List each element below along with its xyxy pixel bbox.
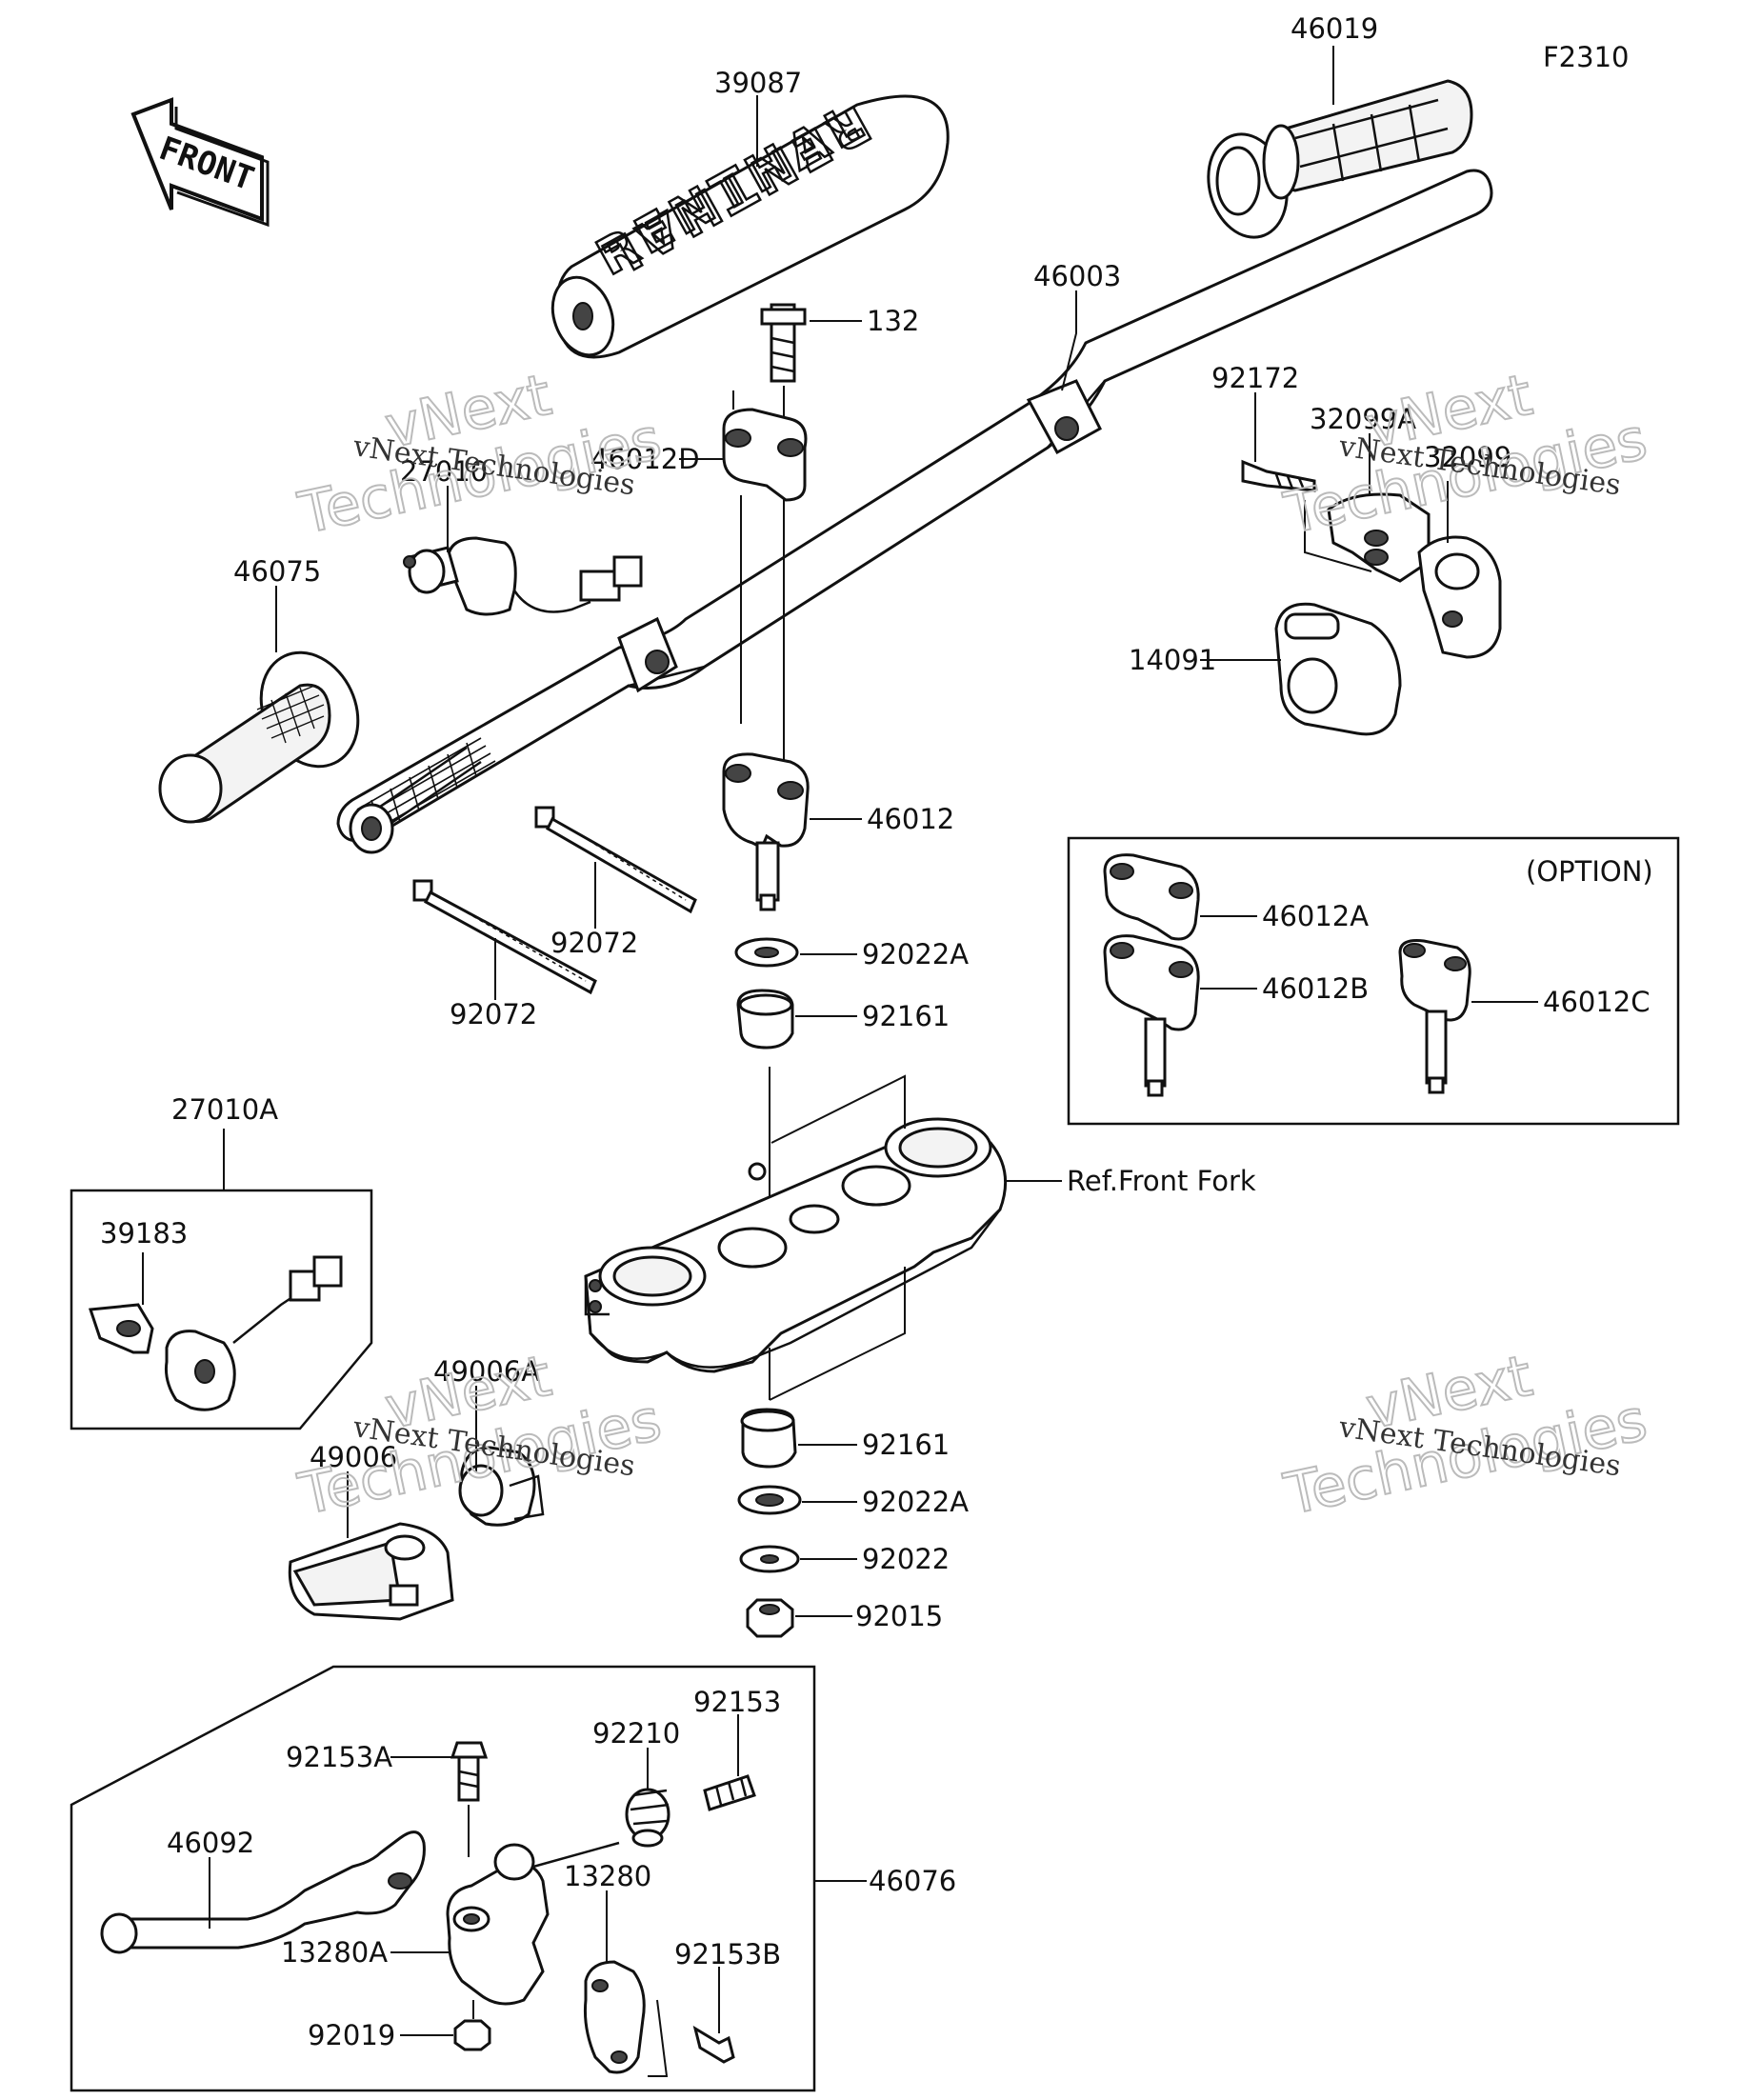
washer-92022A-top — [734, 937, 799, 968]
left-grip — [158, 650, 360, 824]
label-46019: 46019 — [1291, 12, 1378, 45]
label-46012B: 46012B — [1262, 972, 1369, 1005]
label-46012A: 46012A — [1262, 900, 1369, 932]
cable-tie-lower — [412, 879, 597, 995]
screw-92172 — [1241, 459, 1316, 492]
cable-tie-upper — [534, 806, 697, 914]
label-14091: 14091 — [1129, 644, 1216, 676]
label-92153B: 92153B — [674, 1938, 781, 1970]
figure-code: F2310 — [1543, 41, 1629, 73]
label-39087: 39087 — [714, 67, 802, 99]
option-box — [1067, 836, 1680, 1126]
label-39183: 39183 — [100, 1217, 188, 1250]
bolt-92153A — [450, 1741, 489, 1802]
label-13280: 13280 — [564, 1860, 651, 1892]
housing-32099 — [1417, 535, 1502, 659]
cover-14091 — [1274, 602, 1402, 736]
label-49006A: 49006A — [433, 1355, 540, 1388]
triple-clamp — [584, 1117, 1008, 1373]
right-grip — [1207, 79, 1473, 239]
washer-92022A-bottom — [737, 1485, 802, 1515]
watermark-2: vNext Technologies vNext Technologies — [1278, 361, 1654, 549]
label-92019: 92019 — [308, 2019, 395, 2051]
label-132: 132 — [867, 305, 919, 337]
option-label: (OPTION) — [1526, 855, 1653, 888]
label-46092: 46092 — [167, 1827, 254, 1859]
nut-92015 — [746, 1598, 794, 1638]
label-92022A-bottom: 92022A — [862, 1486, 969, 1518]
label-92015: 92015 — [855, 1600, 943, 1632]
lower-clamp-46012 — [722, 752, 810, 911]
label-46075: 46075 — [233, 555, 321, 588]
label-32099: 32099 — [1424, 441, 1511, 473]
front-arrow-icon: FRONT — [130, 97, 270, 228]
ref-front-fork: Ref.Front Fork — [1067, 1165, 1256, 1197]
label-92161-bottom: 92161 — [862, 1429, 950, 1461]
label-46012D: 46012D — [590, 443, 700, 475]
label-13280A: 13280A — [281, 1936, 388, 1969]
rubber-92161-top — [736, 989, 794, 1050]
label-92161-top: 92161 — [862, 1000, 950, 1032]
label-46003: 46003 — [1033, 260, 1121, 292]
clamp-46012C — [1398, 939, 1471, 1094]
clamp-46012B — [1103, 934, 1200, 1097]
label-32099A: 32099A — [1310, 403, 1416, 435]
switch-27010A — [165, 1255, 343, 1411]
nut-92019 — [453, 2019, 491, 2051]
screw-92153B — [692, 2025, 735, 2064]
label-92172: 92172 — [1211, 362, 1299, 394]
upper-clamp-46012D — [722, 408, 808, 502]
rubber-92161-bottom — [740, 1408, 797, 1469]
switch-27010 — [403, 536, 643, 616]
clip-39183 — [88, 1303, 154, 1354]
handlebar — [336, 169, 1493, 854]
label-92072-lower: 92072 — [450, 998, 537, 1030]
label-49006: 49006 — [310, 1441, 397, 1473]
label-27010: 27010 — [400, 455, 488, 488]
housing-32099A — [1327, 492, 1431, 583]
cover-49006 — [288, 1522, 454, 1621]
label-92153: 92153 — [693, 1686, 781, 1718]
kit-27010A-box — [70, 1189, 373, 1430]
watermark-1: vNext Technologies vNext Technologies — [292, 361, 669, 549]
adjuster-92210 — [625, 1788, 670, 1848]
bracket-13280A — [446, 1841, 620, 2006]
clamp-46012A — [1103, 853, 1200, 941]
clamp-13280 — [584, 1960, 646, 2074]
label-46012C: 46012C — [1543, 986, 1651, 1018]
label-92072-upper: 92072 — [550, 927, 638, 959]
label-27010A: 27010A — [171, 1093, 278, 1126]
washer-92022 — [739, 1545, 800, 1573]
label-92022: 92022 — [862, 1543, 950, 1575]
holder-49006A — [458, 1446, 545, 1527]
lever-assembly-box — [70, 1665, 816, 2092]
watermark-4: vNext Technologies vNext Technologies — [1278, 1342, 1654, 1530]
label-92153A: 92153A — [286, 1741, 392, 1773]
label-46076: 46076 — [869, 1865, 956, 1897]
screw-92153 — [703, 1774, 756, 1811]
label-46012: 46012 — [867, 803, 954, 835]
label-92210: 92210 — [592, 1717, 680, 1750]
lever-46092 — [100, 1830, 426, 1954]
bolt-132 — [760, 303, 807, 383]
label-92022A-top: 92022A — [862, 938, 969, 970]
